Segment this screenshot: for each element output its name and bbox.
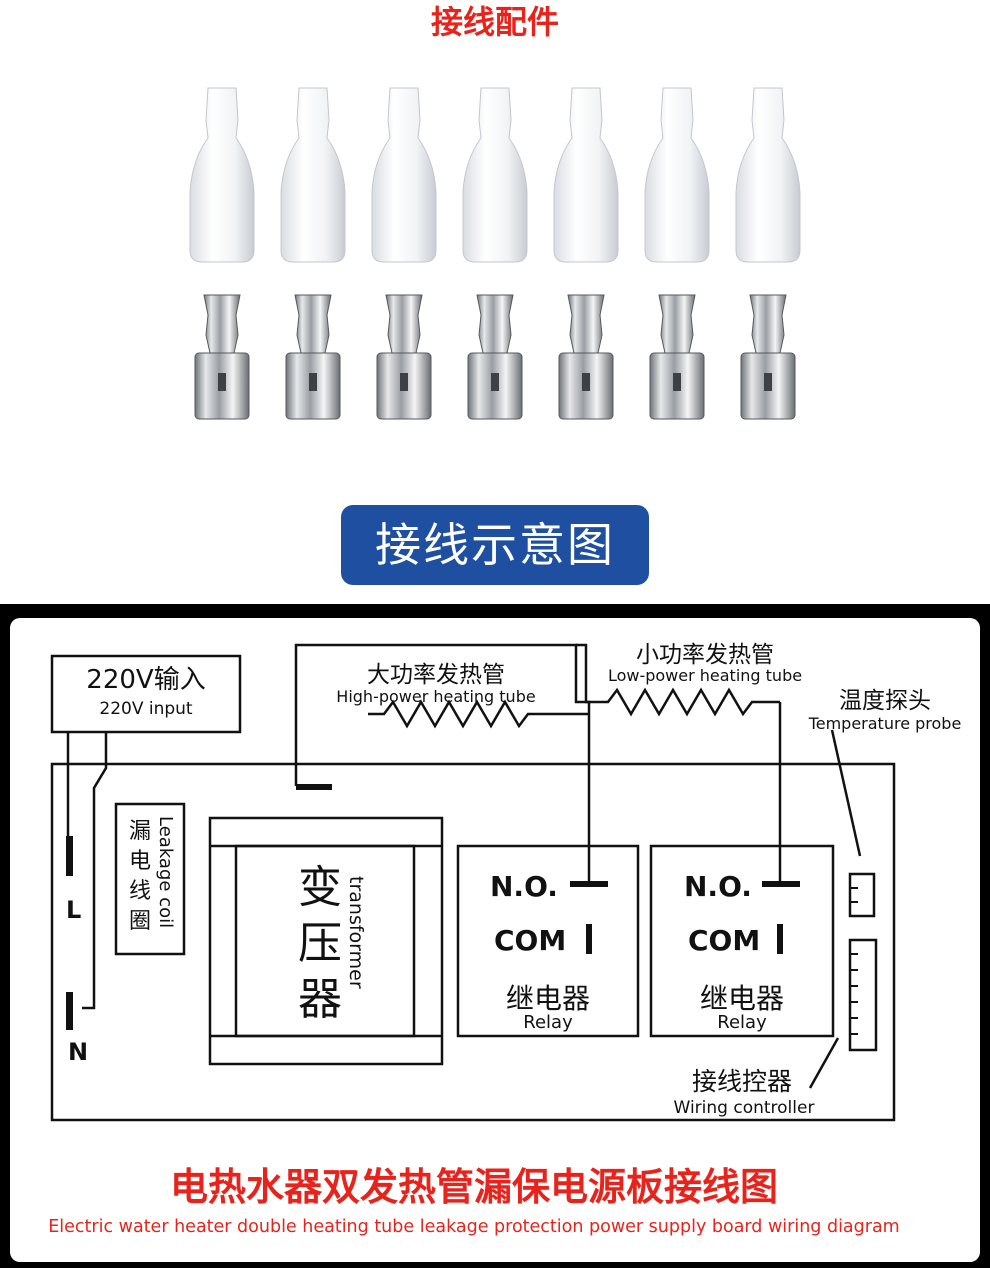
terminal-n-label: N bbox=[68, 1038, 88, 1066]
insulating-sleeve-icon bbox=[462, 87, 528, 263]
probe-label-cn: 温度探头 bbox=[839, 688, 931, 714]
footer-title-en: Electric water heater double heating tub… bbox=[48, 1217, 899, 1237]
wiring-banner: 接线示意图 bbox=[341, 505, 649, 585]
relay-2-com-label: COM bbox=[688, 924, 760, 957]
probe-connector bbox=[848, 872, 876, 918]
insulating-sleeve-icon bbox=[371, 87, 437, 263]
relay-2-label-cn: 继电器 bbox=[700, 982, 784, 1015]
terminal-n-tab bbox=[66, 992, 73, 1030]
input-label-cn: 220V输入 bbox=[86, 665, 205, 695]
controller-leader bbox=[808, 1037, 840, 1089]
relay-1-com-label: COM bbox=[494, 924, 566, 957]
relay-1-no-tab bbox=[570, 881, 608, 887]
high-heater-label-en: High-power heating tube bbox=[336, 687, 535, 706]
relay-2-box bbox=[649, 844, 835, 1038]
crimp-terminal-icon bbox=[376, 294, 432, 420]
insulating-sleeve-icon bbox=[189, 87, 255, 263]
controller-label-en: Wiring controller bbox=[674, 1098, 815, 1118]
transformer-char-2: 压 bbox=[298, 918, 342, 969]
low-heater-coil bbox=[601, 687, 780, 717]
footer-title-cn: 电热水器双发热管漏保电源板接线图 bbox=[170, 1165, 778, 1209]
relay-1-label-en: Relay bbox=[523, 1012, 573, 1033]
diagram-frame: 220V输入 220V input 大功率发热管 High-power heat… bbox=[0, 604, 990, 1268]
wire-high-heater bbox=[294, 643, 591, 884]
relay-1-box bbox=[456, 844, 640, 1038]
transformer-tab bbox=[296, 784, 332, 790]
high-heater-label-cn: 大功率发热管 bbox=[367, 662, 505, 688]
page-title: 接线配件 bbox=[430, 3, 559, 41]
crimp-terminal-icon bbox=[467, 294, 523, 420]
input-box bbox=[50, 654, 242, 734]
crimp-terminal-icon bbox=[194, 294, 250, 420]
crimp-terminal-icon bbox=[285, 294, 341, 420]
input-label-en: 220V input bbox=[99, 699, 193, 719]
crimp-terminal-icon bbox=[740, 294, 796, 420]
probe-label-en: Temperature probe bbox=[808, 714, 962, 733]
relay-2-com-tab bbox=[777, 924, 783, 954]
terminal-l-label: L bbox=[66, 896, 81, 924]
relay-1-no-label: N.O. bbox=[490, 870, 558, 903]
controller-label-cn: 接线控器 bbox=[692, 1067, 792, 1096]
insulating-sleeve-icon bbox=[735, 87, 801, 263]
probe-leader bbox=[830, 729, 862, 857]
insulating-sleeve-icon bbox=[280, 87, 346, 263]
relay-2-no-label: N.O. bbox=[684, 870, 752, 903]
wire-low-junction bbox=[576, 643, 601, 704]
transformer-char-3: 器 bbox=[298, 974, 342, 1025]
insulating-sleeve-icon bbox=[644, 87, 710, 263]
transformer-label-en: transformer bbox=[345, 876, 367, 989]
wire-n bbox=[82, 732, 108, 1010]
relay-2-label-en: Relay bbox=[717, 1012, 767, 1033]
terminal-row bbox=[194, 294, 796, 420]
transformer-char-1: 变 bbox=[298, 862, 342, 913]
crimp-terminal-icon bbox=[558, 294, 614, 420]
wiring-diagram-svg: 220V输入 220V input 大功率发热管 High-power heat… bbox=[48, 642, 962, 1237]
leakage-char-1: 漏 bbox=[129, 819, 151, 844]
leakage-coil-box bbox=[114, 802, 186, 956]
crimp-terminal-icon bbox=[649, 294, 705, 420]
low-heater-label-cn: 小功率发热管 bbox=[636, 642, 774, 668]
high-heater-coil bbox=[368, 699, 589, 729]
leakage-char-3: 线 bbox=[129, 879, 151, 904]
leakage-label-en: Leakage coil bbox=[155, 816, 176, 928]
relay-1-com-tab bbox=[586, 924, 592, 954]
sleeve-row bbox=[189, 87, 801, 263]
controller-connector bbox=[848, 938, 878, 1052]
main-board bbox=[50, 762, 896, 1122]
terminal-l-tab bbox=[66, 836, 73, 876]
relay-1-label-cn: 继电器 bbox=[506, 982, 590, 1015]
leakage-char-2: 电 bbox=[129, 849, 151, 874]
relay-2-no-tab bbox=[762, 881, 800, 887]
leakage-char-4: 圈 bbox=[129, 909, 151, 934]
wiring-diagram: 220V输入 220V input 大功率发热管 High-power heat… bbox=[10, 618, 980, 1262]
insulating-sleeve-icon bbox=[553, 87, 619, 263]
low-heater-label-en: Low-power heating tube bbox=[608, 666, 802, 685]
transformer-outer bbox=[208, 816, 444, 1066]
